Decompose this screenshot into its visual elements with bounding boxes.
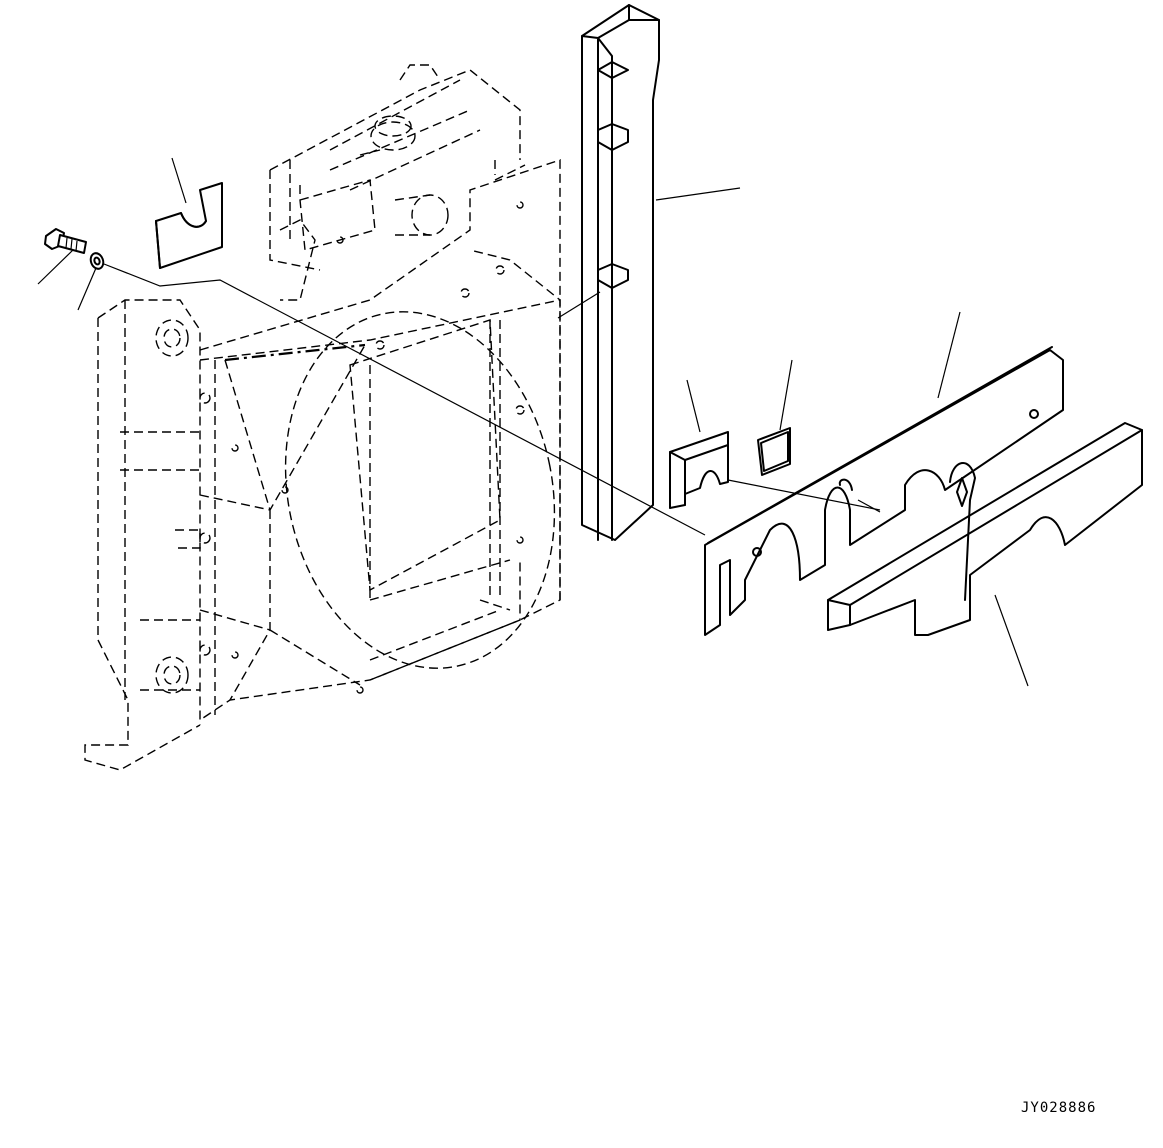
vertical-beam [581, 4, 660, 541]
lower-slotted-bar [827, 422, 1143, 636]
assembly-lines [103, 263, 881, 536]
bolt-icon [44, 228, 87, 254]
washer-icon [89, 252, 105, 270]
upper-spacer-block [155, 182, 223, 269]
shim-plate [757, 427, 791, 476]
small-cutout-block [669, 431, 729, 509]
radiator-assembly [84, 64, 561, 771]
leader-lines [37, 157, 1029, 687]
slotted-plate [704, 346, 1064, 636]
drawing-code: JY028886 [1021, 1100, 1097, 1116]
